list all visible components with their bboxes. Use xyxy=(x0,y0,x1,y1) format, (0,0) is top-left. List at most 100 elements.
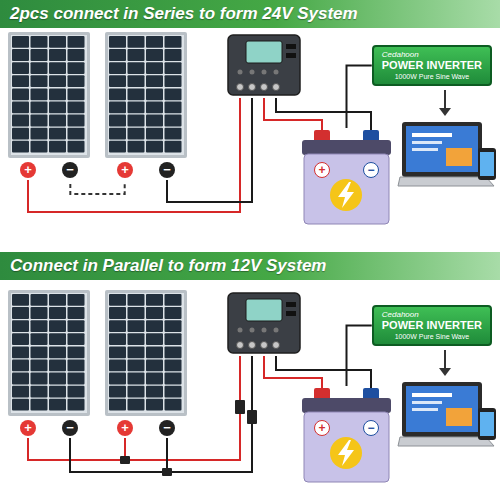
polarity-marker: + xyxy=(20,162,36,178)
battery-wires xyxy=(264,98,371,130)
polarity-marker: − xyxy=(62,420,78,436)
solar-cell xyxy=(146,360,163,372)
solar-cell xyxy=(49,320,66,332)
solar-cell xyxy=(128,373,145,385)
solar-cell xyxy=(128,49,145,61)
solar-cell xyxy=(128,75,145,87)
solar-panel: +− xyxy=(8,32,90,184)
solar-cell xyxy=(12,102,29,114)
title-banner: 2pcs connect in Series to form 24V Syste… xyxy=(0,0,500,28)
solar-cell xyxy=(31,49,48,61)
polarity-marker: − xyxy=(363,162,379,178)
solar-cell xyxy=(31,62,48,74)
solar-cell xyxy=(68,320,85,332)
title-banner: Connect in Parallel to form 12V System xyxy=(0,252,500,280)
solar-cell xyxy=(109,115,126,127)
solar-cell xyxy=(109,320,126,332)
solar-cell xyxy=(12,115,29,127)
solar-cell xyxy=(109,333,126,345)
solar-cell xyxy=(68,307,85,319)
solar-cell xyxy=(68,141,85,153)
branch-connector xyxy=(247,410,257,424)
polarity-marker: + xyxy=(314,162,330,178)
solar-cell xyxy=(146,62,163,74)
solar-cell xyxy=(31,307,48,319)
polarity-marker: + xyxy=(117,420,133,436)
solar-cell xyxy=(128,294,145,306)
solar-cell xyxy=(165,307,182,319)
solar-cell xyxy=(146,346,163,358)
battery-wires xyxy=(264,356,371,388)
battery-picture xyxy=(298,386,395,483)
solar-cell xyxy=(49,373,66,385)
solar-cell xyxy=(128,346,145,358)
power-inverter: CedahoonPOWER INVERTER1000W Pure Sine Wa… xyxy=(372,305,492,346)
panel-grid xyxy=(108,293,184,413)
banner-text: Connect in Parallel to form 12V System xyxy=(10,256,326,276)
panel-grid xyxy=(11,293,87,413)
marker-row: +− xyxy=(8,162,90,178)
solar-cell xyxy=(165,102,182,114)
polarity-marker: − xyxy=(363,420,379,436)
solar-cell xyxy=(68,88,85,100)
solar-cell xyxy=(68,333,85,345)
solar-cell xyxy=(146,141,163,153)
solar-cell xyxy=(12,294,29,306)
solar-cell xyxy=(165,62,182,74)
solar-cell xyxy=(12,320,29,332)
solar-panel: +− xyxy=(105,32,187,184)
battery-picture xyxy=(298,128,395,225)
solar-cell xyxy=(31,386,48,398)
battery: +− xyxy=(298,386,395,483)
series-link xyxy=(70,184,124,194)
solar-cell xyxy=(68,294,85,306)
solar-cell xyxy=(31,102,48,114)
inverter-label: POWER INVERTER xyxy=(382,59,482,72)
solar-cell xyxy=(109,360,126,372)
branch-connector xyxy=(235,400,245,414)
power-inverter: CedahoonPOWER INVERTER1000W Pure Sine Wa… xyxy=(372,45,492,86)
panel-picture xyxy=(105,32,187,158)
solar-cell xyxy=(165,75,182,87)
marker-row: +− xyxy=(8,420,90,436)
solar-panel: +− xyxy=(105,290,187,442)
solar-cell xyxy=(109,102,126,114)
polarity-marker: + xyxy=(117,162,133,178)
solar-cell xyxy=(49,141,66,153)
solar-cell xyxy=(68,75,85,87)
solar-cell xyxy=(31,141,48,153)
solar-cell xyxy=(49,333,66,345)
polarity-marker: + xyxy=(20,420,36,436)
solar-cell xyxy=(49,102,66,114)
solar-cell xyxy=(128,102,145,114)
polarity-marker: − xyxy=(159,162,175,178)
inverter-label: 1000W Pure Sine Wave xyxy=(395,332,469,341)
solar-cell xyxy=(49,346,66,358)
solar-cell xyxy=(12,49,29,61)
inverter-label: POWER INVERTER xyxy=(382,319,482,332)
solar-cell xyxy=(146,294,163,306)
solar-cell xyxy=(31,360,48,372)
solar-cell xyxy=(12,346,29,358)
solar-cell xyxy=(109,36,126,48)
solar-cell xyxy=(12,360,29,372)
solar-cell xyxy=(109,399,126,411)
solar-cell xyxy=(12,373,29,385)
solar-cell xyxy=(128,307,145,319)
solar-cell xyxy=(165,346,182,358)
solar-cell xyxy=(68,399,85,411)
solar-cell xyxy=(128,141,145,153)
solar-cell xyxy=(109,307,126,319)
solar-cell xyxy=(146,333,163,345)
solar-cell xyxy=(12,386,29,398)
solar-cell xyxy=(31,373,48,385)
solar-cell xyxy=(12,75,29,87)
solar-cell xyxy=(31,399,48,411)
solar-cell xyxy=(49,386,66,398)
solar-cell xyxy=(165,333,182,345)
solar-cell xyxy=(31,75,48,87)
solar-cell xyxy=(31,333,48,345)
solar-panel: +− xyxy=(8,290,90,442)
solar-cell xyxy=(165,386,182,398)
